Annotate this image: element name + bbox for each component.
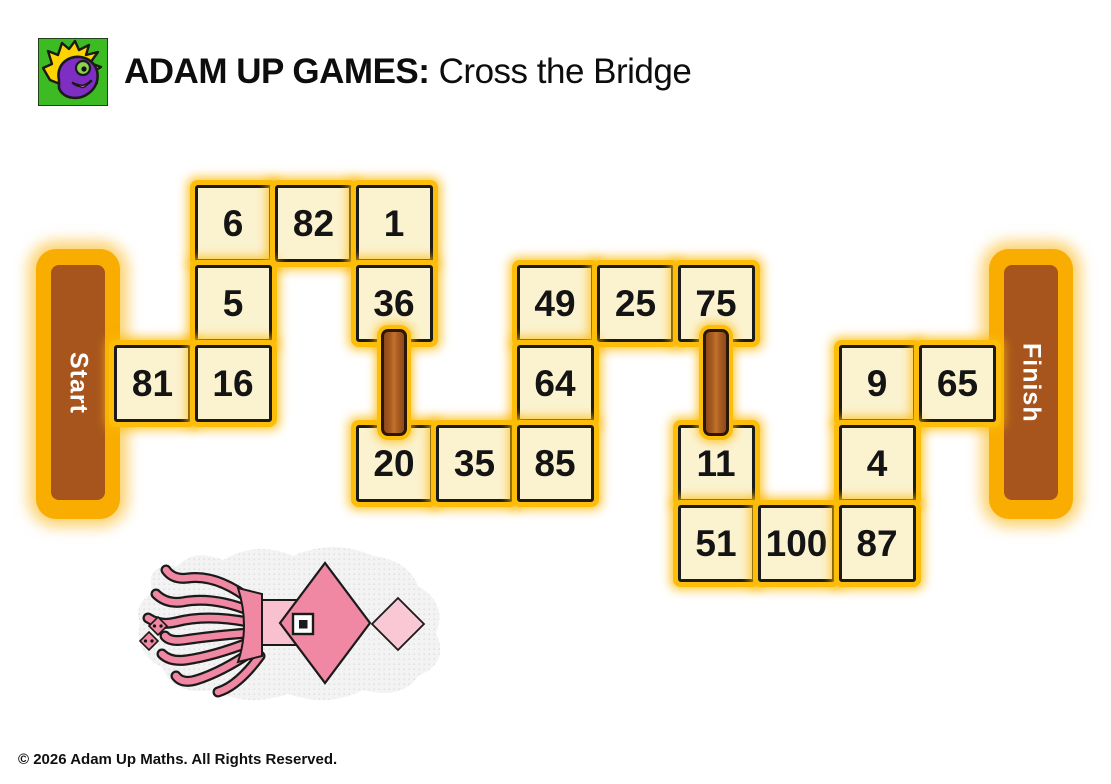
squid-illustration bbox=[138, 547, 441, 701]
start-zone: Start bbox=[36, 249, 120, 519]
board-tile[interactable]: 82 bbox=[275, 185, 352, 262]
squid-tentacles bbox=[142, 564, 266, 698]
board-tile[interactable]: 5 bbox=[194, 265, 272, 342]
finish-zone: Finish bbox=[989, 249, 1073, 519]
copyright-text: © 2026 Adam Up Maths. All Rights Reserve… bbox=[18, 751, 338, 768]
start-bar: Start bbox=[51, 265, 105, 500]
board-tile[interactable]: 85 bbox=[516, 425, 594, 502]
board-tile[interactable]: 49 bbox=[516, 265, 594, 342]
board-tile[interactable]: 20 bbox=[355, 425, 433, 502]
board-tile[interactable]: 6 bbox=[194, 185, 272, 262]
board-tile[interactable]: 100 bbox=[758, 505, 835, 582]
start-label: Start bbox=[64, 351, 93, 414]
game-title: Cross the Bridge bbox=[438, 52, 692, 91]
logo-tongue bbox=[75, 82, 89, 89]
board-tile[interactable]: 9 bbox=[838, 345, 916, 422]
board-tile[interactable]: 81 bbox=[114, 345, 191, 422]
finish-bar: Finish bbox=[1004, 265, 1058, 500]
board-tile[interactable]: 51 bbox=[677, 505, 755, 582]
page-header: ADAM UP GAMES: Cross the Bridge bbox=[38, 38, 692, 106]
bridge-plank bbox=[703, 329, 729, 436]
squid-eye bbox=[291, 612, 315, 636]
bridge-plank bbox=[381, 329, 407, 436]
board-tile[interactable]: 64 bbox=[516, 345, 594, 422]
squid-dice-diamonds bbox=[138, 615, 169, 652]
board-tile[interactable]: 25 bbox=[597, 265, 674, 342]
board-tile[interactable]: 87 bbox=[838, 505, 916, 582]
board-tile[interactable]: 35 bbox=[436, 425, 513, 502]
board-tile[interactable]: 65 bbox=[919, 345, 996, 422]
board-tile[interactable]: 1 bbox=[355, 185, 433, 262]
finish-label: Finish bbox=[1017, 342, 1046, 423]
brand-name: ADAM UP GAMES: bbox=[124, 52, 430, 91]
squid-head-diamond bbox=[278, 561, 372, 685]
board-tile[interactable]: 11 bbox=[677, 425, 755, 502]
adam-up-maths-logo-icon bbox=[38, 38, 108, 106]
squid-tail-diamond bbox=[370, 596, 426, 652]
board-tile[interactable]: 16 bbox=[194, 345, 272, 422]
board-tile[interactable]: 4 bbox=[838, 425, 916, 502]
page-title: ADAM UP GAMES: Cross the Bridge bbox=[124, 52, 692, 92]
squid-arm-base bbox=[236, 586, 263, 664]
